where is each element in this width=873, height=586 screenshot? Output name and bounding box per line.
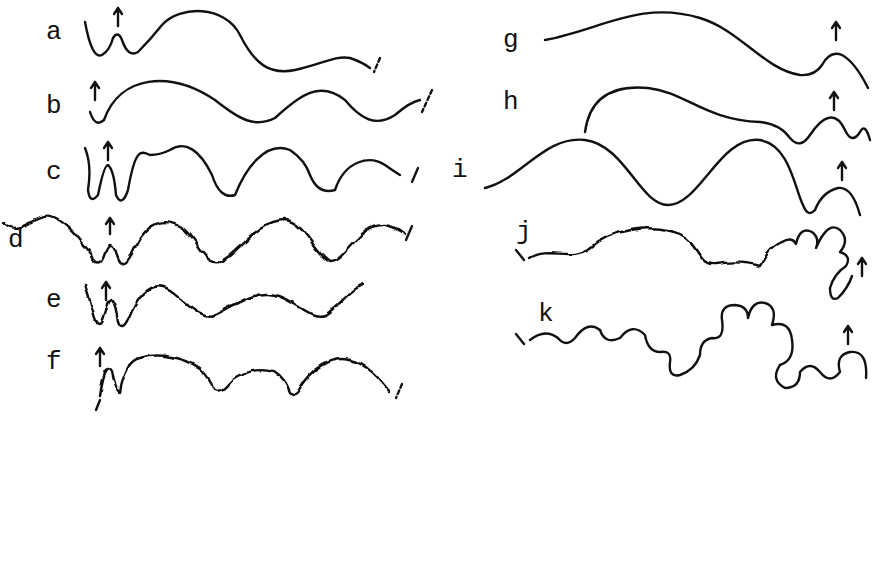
outline-j — [530, 228, 782, 266]
figure-letter: f — [46, 347, 62, 377]
figure-letter: j — [516, 217, 532, 247]
outline-a — [85, 11, 370, 71]
outline-j — [782, 227, 852, 299]
arrow-mark — [832, 22, 840, 40]
arrow-mark — [104, 142, 112, 160]
outline-k — [530, 303, 866, 388]
break-mark — [516, 250, 524, 260]
outline-h — [585, 88, 870, 144]
break-mark — [422, 90, 432, 112]
arrow-mark — [830, 92, 838, 110]
arrow-mark — [844, 326, 852, 344]
outline-b — [90, 81, 420, 123]
outline-i — [485, 140, 860, 215]
arrow-mark — [96, 348, 104, 366]
arrow-mark — [102, 282, 110, 300]
arrow-mark — [91, 82, 99, 100]
break-mark — [412, 168, 418, 182]
break-mark — [516, 334, 524, 344]
figure-letter: g — [503, 25, 519, 55]
arrow-mark — [106, 218, 114, 234]
arrow-mark — [838, 162, 846, 180]
figure-letter: b — [46, 91, 62, 121]
arrow-mark — [114, 8, 122, 26]
figure-letter: a — [46, 17, 62, 47]
break-mark — [406, 226, 412, 240]
break-mark — [396, 384, 402, 398]
figure-letter: h — [503, 87, 519, 117]
outline-e — [85, 285, 362, 327]
outline-f — [100, 356, 390, 396]
figure-letter: e — [46, 285, 62, 315]
outline-d — [3, 217, 405, 265]
figure-letter: i — [452, 155, 468, 185]
figure-letter: k — [538, 299, 554, 329]
figure-letter: d — [8, 225, 24, 255]
figure-letter: c — [46, 157, 62, 187]
break-mark — [96, 400, 100, 410]
break-mark — [374, 58, 380, 72]
outline-c — [85, 146, 400, 200]
outline-g — [545, 12, 868, 88]
arrow-mark — [858, 258, 866, 276]
